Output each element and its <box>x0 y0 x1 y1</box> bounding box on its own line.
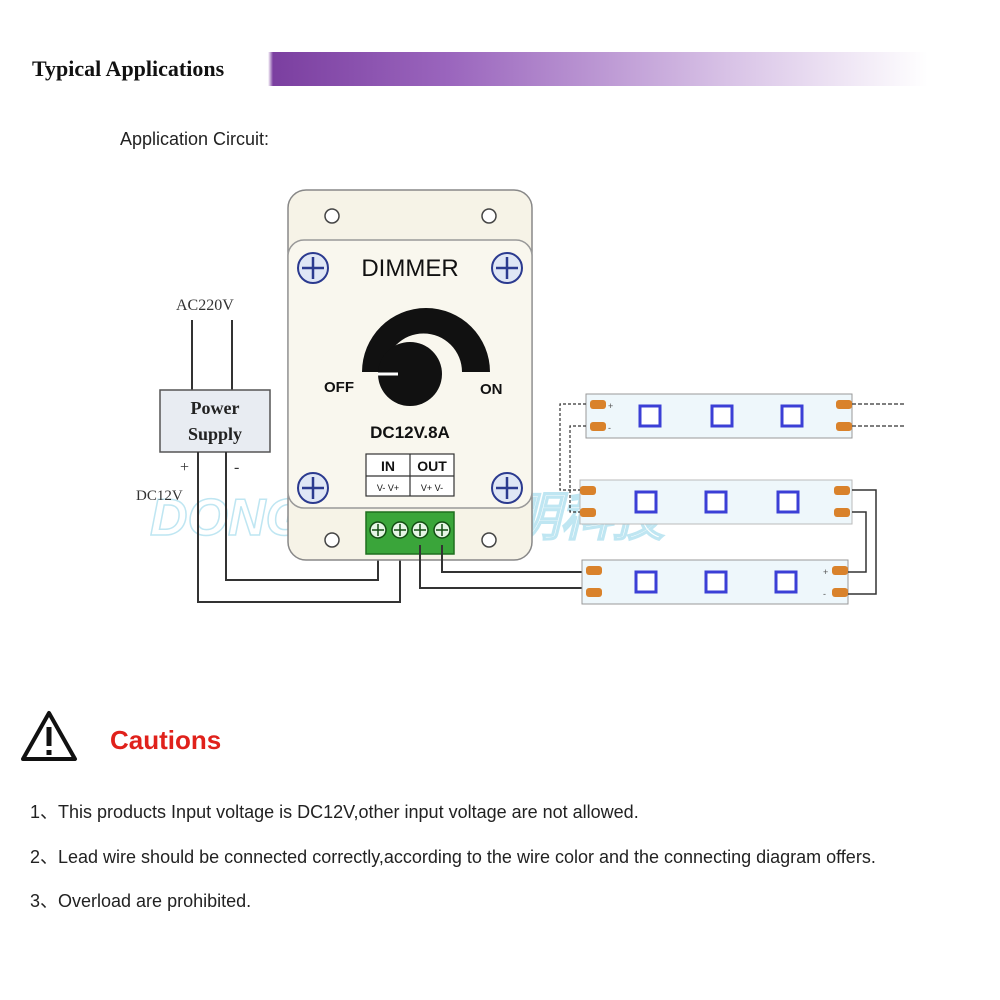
strip-top-plus: + <box>608 401 613 411</box>
dimmer-knob <box>378 342 442 406</box>
strip-link-right-outer <box>848 489 877 595</box>
dc-label: DC12V <box>136 488 183 504</box>
out-wire-plus <box>419 545 586 589</box>
power-supply-line2: Supply <box>188 424 242 444</box>
mount-hole-bl <box>324 532 340 548</box>
screw-bl <box>297 472 329 504</box>
out-label: OUT <box>417 458 447 474</box>
ac-label: AC220V <box>176 297 234 314</box>
caution-item-3: 3、Overload are prohibited. <box>30 891 252 911</box>
in-label: IN <box>381 458 395 474</box>
strip-link-left-outer <box>559 403 586 491</box>
mount-hole-br <box>481 532 497 548</box>
screw-tl <box>297 252 329 284</box>
mount-hole-tl <box>324 208 340 224</box>
terminal-screw-3 <box>411 521 429 539</box>
terminal-screw-2 <box>391 521 409 539</box>
power-supply-box <box>159 389 271 453</box>
led-strip-bottom <box>581 559 849 605</box>
strip-link-right-inner <box>848 511 867 573</box>
strip-link-left-inner <box>569 425 586 513</box>
strip-bottom-minus: - <box>823 589 826 599</box>
cautions-title: Cautions <box>110 725 222 755</box>
led-strip-top <box>585 393 853 439</box>
out-wire-minus <box>441 545 586 573</box>
terminal-screw-4 <box>433 521 451 539</box>
circuit-label: Application Circuit: <box>120 129 270 149</box>
in-pins-label: V- V+ <box>377 483 399 493</box>
out-pins-label: V+ V- <box>421 483 443 493</box>
screw-tr <box>491 252 523 284</box>
dimmer-rating: DC12V.8A <box>370 423 450 442</box>
caution-item-1: 1、This products Input voltage is DC12V,o… <box>30 802 639 822</box>
on-label: ON <box>480 381 503 398</box>
off-label: OFF <box>324 379 354 396</box>
caution-item-2: 2、Lead wire should be connected correctl… <box>30 847 876 867</box>
dimmer-arc <box>362 308 490 372</box>
screw-br <box>491 472 523 504</box>
warning-triangle-icon <box>21 711 77 761</box>
application-circuit-diagram: DONGMING 东明科技 AC220V Power Supply + - DC… <box>136 189 905 605</box>
power-supply-line1: Power <box>191 398 240 418</box>
mount-hole-tr <box>481 208 497 224</box>
dc-wire-plus <box>197 452 401 603</box>
power-supply-minus: - <box>234 459 239 476</box>
strip-bottom-plus: + <box>823 567 828 577</box>
power-supply-plus: + <box>180 459 189 476</box>
strip-top-minus: - <box>608 423 611 433</box>
dimmer-title: DIMMER <box>361 255 458 282</box>
terminal-screw-1 <box>369 521 387 539</box>
page-title: Typical Applications <box>32 53 233 85</box>
led-strip-middle <box>579 479 853 525</box>
